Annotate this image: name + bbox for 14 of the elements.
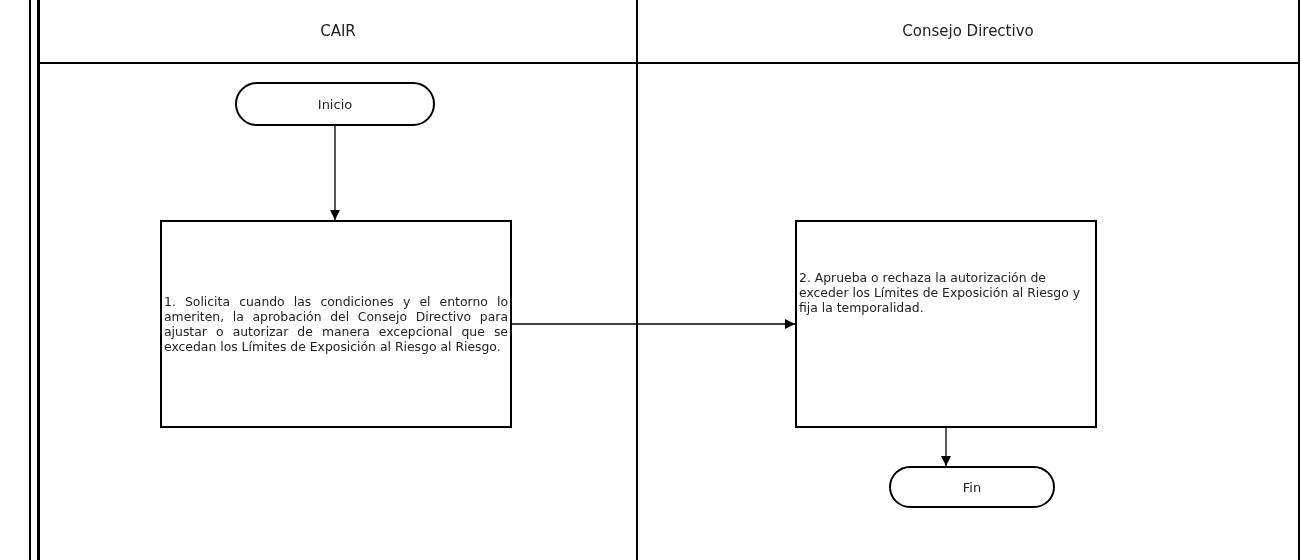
lane-title: CAIR [320, 22, 356, 40]
arrow [330, 125, 340, 221]
terminator-shape [235, 82, 435, 126]
arrow [941, 427, 951, 467]
process-text: 2. Aprueba o rechaza la autorización de exceder los Límites de Exposición al Riesgo y fija la temporalidad. [799, 270, 1081, 315]
lane-title: Consejo Directivo [902, 22, 1034, 40]
process-box [795, 220, 1097, 428]
swimlane [636, 0, 1300, 560]
terminator-shape [889, 466, 1055, 508]
terminator-label: Inicio [317, 96, 353, 112]
process-text: 1. Solicita cuando las condiciones y el entorno lo ameriten, la aprobación del Consejo Directivo para ajustar o autorizar de manera excepcional que se excedan los Límites de Exposición al Riesgo al Riesgo. [164, 294, 508, 354]
process-box [160, 220, 512, 428]
terminator-label: Fin [962, 479, 982, 495]
arrow [511, 319, 796, 329]
